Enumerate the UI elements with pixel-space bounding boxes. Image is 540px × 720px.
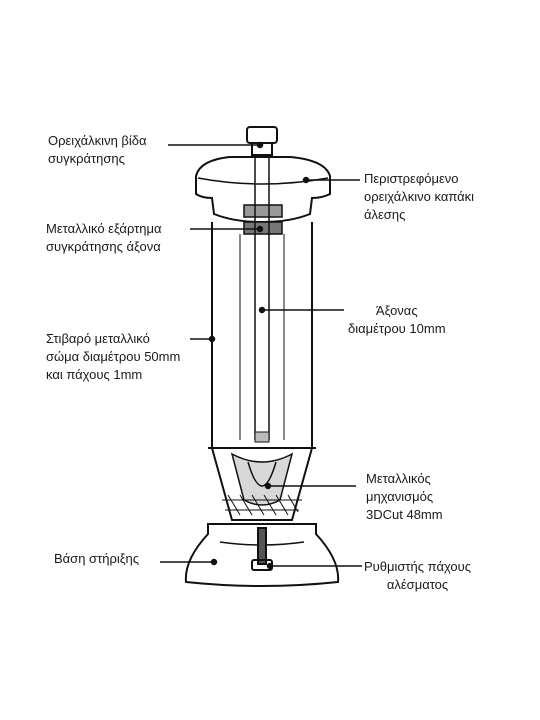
shaft — [239, 155, 285, 443]
leader-adjuster — [266, 562, 362, 570]
leader-body — [190, 335, 216, 343]
metal-body — [208, 222, 316, 449]
grinding-lid — [195, 156, 331, 235]
brass-screw — [246, 126, 278, 156]
leader-base — [160, 558, 218, 566]
leader-mechanism — [264, 482, 356, 490]
leader-screw — [168, 141, 264, 149]
label-brass-screw: Ορειχάλκινη βίδα συγκράτησης — [48, 133, 147, 166]
label-shaft: Άξονας διαμέτρου 10mm — [348, 303, 446, 336]
leader-shaft — [258, 306, 344, 314]
leader-lid — [302, 176, 360, 184]
label-body: Στιβαρό μεταλλικό σώμα διαμέτρου 50mm κα… — [46, 331, 181, 382]
leader-fitting — [190, 225, 264, 233]
label-shaft-fitting: Μεταλλικό εξάρτημα συγκράτησης άξονα — [46, 221, 162, 254]
label-base: Βάση στήριξης — [54, 551, 140, 566]
label-mechanism: Μεταλλικός μηχανισμός 3DCut 48mm — [366, 471, 443, 522]
grinding-mechanism — [211, 447, 313, 521]
label-adjuster: Ρυθμιστής πάχους αλέσματος — [364, 559, 472, 592]
label-rotating-lid: Περιστρεφόμενο ορειχάλκινο καπάκι άλεσης — [364, 171, 475, 222]
